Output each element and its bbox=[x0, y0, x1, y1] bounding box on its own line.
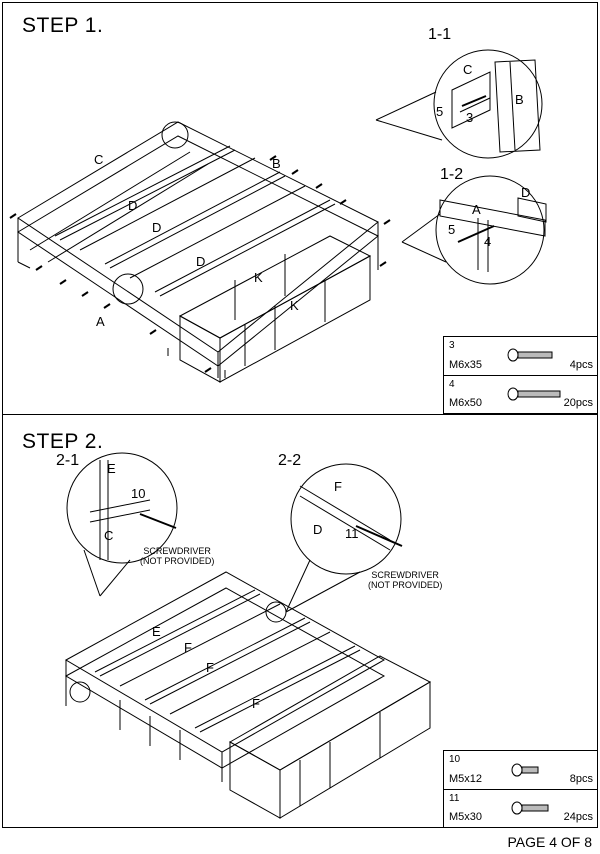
label-d-2: D bbox=[152, 220, 161, 235]
detail-1-2-label: 1-2 bbox=[440, 166, 464, 183]
page-number: PAGE 4 OF 8 bbox=[507, 834, 592, 850]
part-quantity: 4pcs bbox=[569, 359, 593, 371]
detail-2-1-label: 2-1 bbox=[56, 452, 80, 469]
step-divider bbox=[2, 414, 598, 415]
detail-label-c: C bbox=[463, 62, 472, 77]
detail-label-e: E bbox=[107, 461, 116, 476]
detail-label-11: 11 bbox=[345, 526, 359, 541]
label-k-1: K bbox=[254, 270, 263, 285]
detail-label-b: B bbox=[515, 92, 524, 107]
label-f-2: F bbox=[206, 660, 214, 675]
detail-label-5b: 5 bbox=[448, 222, 455, 237]
screwdriver-note-2: SCREWDRIVER (NOT PROVIDED) bbox=[368, 570, 442, 590]
label-a: A bbox=[96, 314, 105, 329]
detail-label-4: 4 bbox=[484, 234, 491, 249]
screw-icon bbox=[507, 387, 561, 401]
part-size: M5x30 bbox=[449, 811, 483, 823]
label-f-1: F bbox=[184, 640, 192, 655]
label-k-2: K bbox=[290, 298, 299, 313]
part-number: 10 bbox=[449, 754, 461, 765]
detail-label-d: D bbox=[521, 185, 530, 200]
detail-label-d: D bbox=[313, 522, 322, 537]
screw-icon bbox=[511, 801, 549, 815]
screw-icon bbox=[507, 348, 553, 362]
screw-icon bbox=[511, 763, 539, 777]
part-size: M5x12 bbox=[449, 773, 483, 785]
note-line-1: SCREWDRIVER bbox=[143, 546, 211, 556]
part-number: 4 bbox=[449, 379, 455, 390]
detail-1-1-label: 1-1 bbox=[428, 26, 452, 43]
part-number: 3 bbox=[449, 340, 455, 351]
part-quantity: 8pcs bbox=[569, 773, 593, 785]
detail-label-3: 3 bbox=[466, 110, 473, 125]
part-row-11: 11 M5x30 24pcs bbox=[444, 789, 597, 827]
screwdriver-note-1: SCREWDRIVER (NOT PROVIDED) bbox=[140, 546, 214, 566]
part-size: M6x50 bbox=[449, 397, 483, 409]
part-size: M6x35 bbox=[449, 359, 483, 371]
detail-2-2-label: 2-2 bbox=[278, 452, 302, 469]
part-row-10: 10 M5x12 8pcs bbox=[444, 751, 597, 789]
detail-label-f: F bbox=[334, 479, 342, 494]
step1-parts-box: 3 M6x35 4pcs 4 M6x50 20pcs bbox=[443, 336, 598, 414]
label-c: C bbox=[94, 152, 103, 167]
page-frame bbox=[2, 2, 598, 828]
detail-label-5a: 5 bbox=[436, 104, 443, 119]
note-line-2: (NOT PROVIDED) bbox=[140, 556, 215, 566]
label-f-3: F bbox=[252, 696, 260, 711]
step1-title: STEP 1. bbox=[22, 14, 104, 37]
step1-illustration: C B D D D K K A C B 5 3 D A 5 4 bbox=[9, 49, 547, 383]
part-row-3: 3 M6x35 4pcs bbox=[444, 337, 597, 375]
part-quantity: 24pcs bbox=[563, 811, 593, 823]
detail-label-c: C bbox=[104, 528, 113, 543]
part-row-4: 4 M6x50 20pcs bbox=[444, 375, 597, 413]
label-b: B bbox=[272, 156, 281, 171]
label-d-1: D bbox=[128, 198, 137, 213]
note-line-1: SCREWDRIVER bbox=[371, 570, 439, 580]
label-e: E bbox=[152, 624, 161, 639]
detail-label-a: A bbox=[472, 202, 481, 217]
note-line-2: (NOT PROVIDED) bbox=[368, 580, 443, 590]
part-number: 11 bbox=[449, 793, 460, 804]
label-d-3: D bbox=[196, 254, 205, 269]
detail-label-10: 10 bbox=[131, 486, 145, 501]
step2-title: STEP 2. bbox=[22, 430, 104, 453]
part-quantity: 20pcs bbox=[563, 397, 593, 409]
step2-parts-box: 10 M5x12 8pcs 11 M5x30 24pcs bbox=[443, 750, 598, 828]
